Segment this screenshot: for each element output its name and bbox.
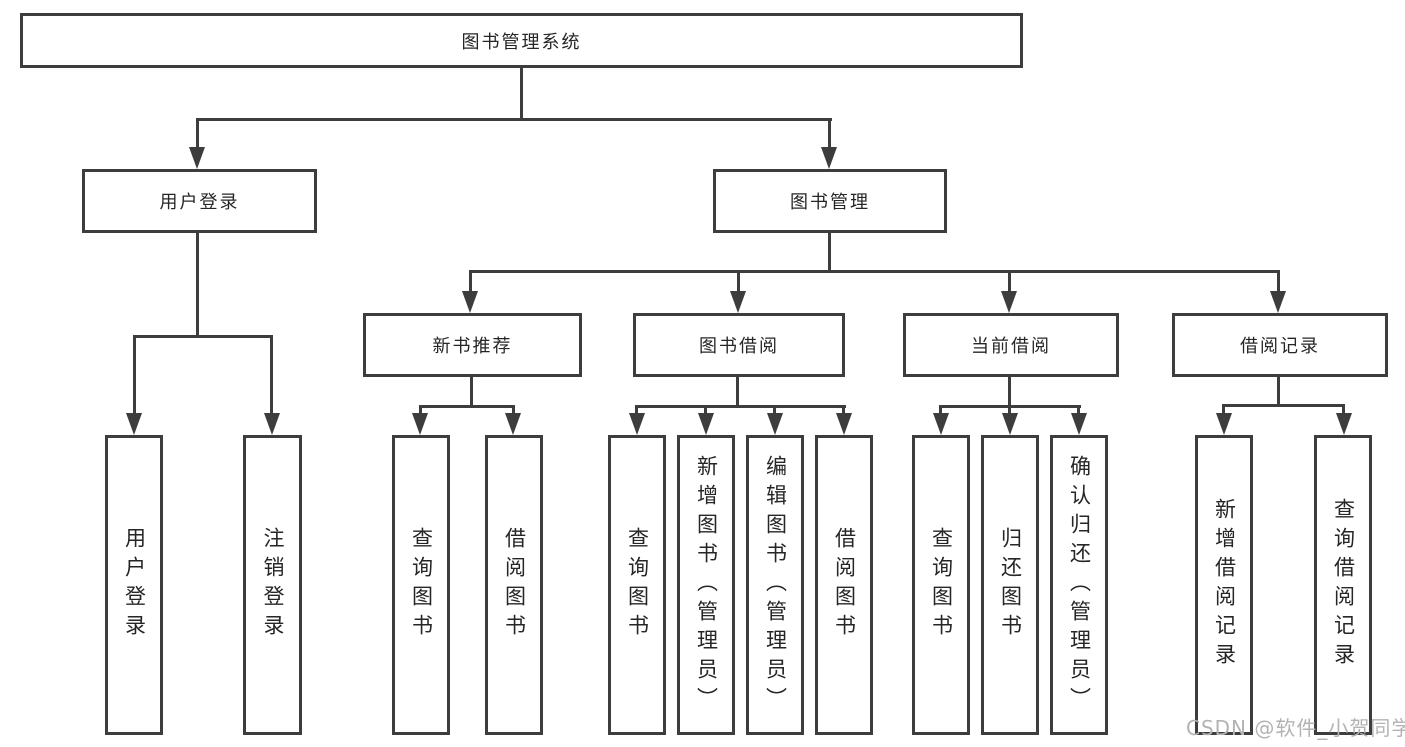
node-current-borrowing: 当前借阅 xyxy=(903,313,1119,377)
node-label: 用户登录 xyxy=(159,192,240,213)
leaf-label: 借阅图书 xyxy=(502,527,527,643)
connector-line xyxy=(939,405,942,415)
node-borrowing-records: 借阅记录 xyxy=(1172,313,1388,377)
connector-line xyxy=(828,118,831,150)
node-label: 新书推荐 xyxy=(432,336,513,357)
node-user-login: 用户登录 xyxy=(82,169,317,233)
arrow-down-icon xyxy=(462,291,478,313)
arrow-down-icon xyxy=(698,413,714,435)
connector-line xyxy=(635,405,846,408)
leaf-label: 编辑图书（管理员） xyxy=(763,454,788,716)
leaf-edit-books-admin: 编辑图书（管理员） xyxy=(746,435,804,735)
arrow-down-icon xyxy=(264,413,280,435)
connector-line xyxy=(469,270,472,292)
leaf-query-borrow-record: 查询借阅记录 xyxy=(1314,435,1372,735)
connector-line xyxy=(470,377,473,407)
leaf-logout: 注销登录 xyxy=(243,435,302,735)
leaf-label: 借阅图书 xyxy=(832,527,857,643)
leaf-add-books-admin: 新增图书（管理员） xyxy=(677,435,735,735)
node-label: 图书管理系统 xyxy=(461,31,582,53)
node-library-management-system: 图书管理系统 xyxy=(20,13,1023,68)
arrow-down-icon xyxy=(189,147,205,169)
connector-line xyxy=(736,377,739,407)
leaf-query-books-borrow: 查询图书 xyxy=(608,435,666,735)
arrow-down-icon xyxy=(836,413,852,435)
connector-line xyxy=(419,405,515,408)
connector-line xyxy=(520,68,523,120)
arrow-down-icon xyxy=(126,413,142,435)
connector-line xyxy=(512,405,515,415)
connector-line xyxy=(1008,270,1011,292)
connector-line xyxy=(133,335,272,338)
arrow-down-icon xyxy=(730,291,746,313)
connector-line xyxy=(419,405,422,415)
leaf-confirm-return-admin: 确认归还（管理员） xyxy=(1050,435,1108,735)
connector-line xyxy=(773,405,776,415)
connector-line xyxy=(635,405,638,415)
leaf-query-books-current: 查询图书 xyxy=(912,435,970,735)
arrow-down-icon xyxy=(1270,291,1286,313)
connector-line xyxy=(1342,404,1345,415)
connector-line xyxy=(1222,404,1345,407)
connector-line xyxy=(196,233,199,337)
leaf-label: 查询借阅记录 xyxy=(1331,498,1356,672)
arrow-down-icon xyxy=(412,413,428,435)
leaf-label: 归还图书 xyxy=(998,527,1023,643)
node-label: 图书借阅 xyxy=(699,336,779,357)
connector-line xyxy=(196,118,832,121)
node-book-borrowing: 图书借阅 xyxy=(633,313,845,377)
connector-line xyxy=(270,335,273,415)
connector-line xyxy=(737,270,740,292)
arrow-down-icon xyxy=(1001,291,1017,313)
node-label: 图书管理 xyxy=(790,192,870,213)
arrow-down-icon xyxy=(505,413,521,435)
connector-line xyxy=(1277,377,1280,406)
connector-line xyxy=(704,405,707,415)
arrow-down-icon xyxy=(933,413,949,435)
connector-line xyxy=(469,270,1279,273)
leaf-add-borrow-record: 新增借阅记录 xyxy=(1195,435,1253,735)
arrow-down-icon xyxy=(1071,413,1087,435)
node-label: 借阅记录 xyxy=(1240,336,1320,357)
connector-line xyxy=(842,405,845,415)
leaf-label: 查询图书 xyxy=(929,527,954,643)
leaf-label: 注销登录 xyxy=(261,527,285,643)
connector-line xyxy=(1077,405,1080,415)
leaf-label: 用户登录 xyxy=(122,527,147,643)
node-label: 当前借阅 xyxy=(971,336,1051,357)
leaf-label: 新增借阅记录 xyxy=(1212,498,1237,672)
arrow-down-icon xyxy=(629,413,645,435)
arrow-down-icon xyxy=(821,147,837,169)
leaf-label: 新增图书（管理员） xyxy=(694,454,719,716)
leaf-borrow-books-recommend: 借阅图书 xyxy=(485,435,543,735)
leaf-borrow-books: 借阅图书 xyxy=(815,435,873,735)
leaf-user-login: 用户登录 xyxy=(105,435,163,735)
arrow-down-icon xyxy=(1336,413,1352,435)
connector-line xyxy=(828,233,831,272)
arrow-down-icon xyxy=(1216,413,1232,435)
node-new-book-recommendation: 新书推荐 xyxy=(363,313,582,377)
connector-line xyxy=(133,335,136,415)
connector-line xyxy=(196,118,199,150)
arrow-down-icon xyxy=(767,413,783,435)
csdn-watermark: CSDN @软件_小贺同学 xyxy=(1186,716,1405,740)
node-book-management: 图书管理 xyxy=(713,169,947,233)
leaf-query-books-recommend: 查询图书 xyxy=(392,435,450,735)
leaf-label: 查询图书 xyxy=(409,527,434,643)
connector-line xyxy=(1222,404,1225,415)
leaf-return-books: 归还图书 xyxy=(981,435,1039,735)
leaf-label: 确认归还（管理员） xyxy=(1067,454,1092,716)
leaf-label: 查询图书 xyxy=(625,527,650,643)
connector-line xyxy=(1008,377,1011,407)
arrow-down-icon xyxy=(1002,413,1018,435)
connector-line xyxy=(1277,270,1280,292)
connector-line xyxy=(1008,405,1011,415)
